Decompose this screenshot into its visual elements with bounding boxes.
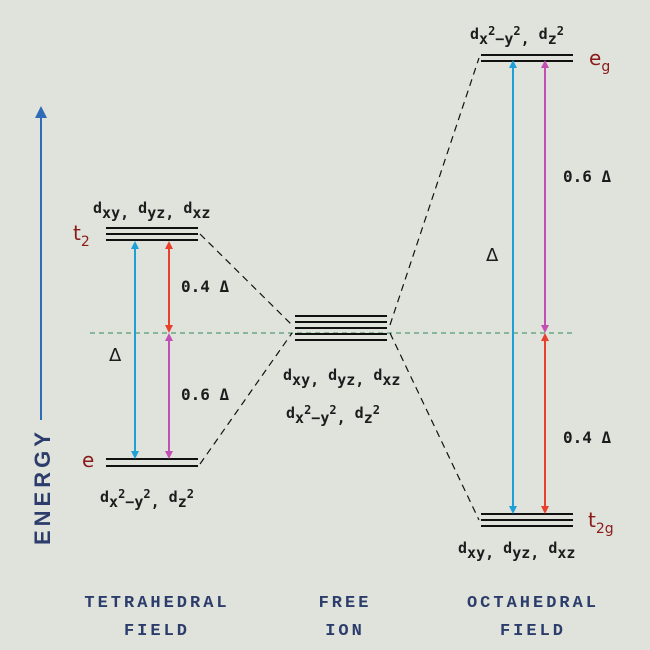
octahedral-gap-label: Δ	[486, 245, 499, 266]
tetrahedral-upper-orbitals: dxy, dyz, dxz	[93, 199, 210, 222]
tetrahedral-e-levels	[106, 458, 198, 467]
energy-axis-label: ENERGY	[30, 428, 55, 545]
tetrahedral-t2-symbol: t2	[73, 221, 90, 250]
tetrahedral-upper-split-label: 0.4 Δ	[181, 277, 230, 296]
tetrahedral-field-title-line2: FIELD	[124, 622, 190, 641]
octahedral-upper-split-label: 0.6 Δ	[563, 167, 612, 186]
octahedral-eg-levels	[481, 54, 573, 62]
octahedral-t2g-levels	[481, 513, 573, 527]
tetrahedral-lower-orbitals: dx2−y2, dz2	[100, 487, 194, 511]
free-ion-title-line2: ION	[325, 622, 365, 641]
free-ion-title-line1: FREE	[319, 594, 372, 613]
tetrahedral-t2-levels	[106, 227, 198, 241]
tetrahedral-gap-label: Δ	[109, 345, 122, 366]
tetrahedral-lower-split-label: 0.6 Δ	[181, 385, 230, 404]
octahedral-eg-symbol: eg	[589, 46, 610, 75]
octahedral-lower-split-label: 0.4 Δ	[563, 428, 612, 447]
tetrahedral-field-title-line1: TETRAHEDRAL	[84, 594, 229, 613]
free-ion-orbitals-line2: dx2−y2, dz2	[286, 403, 380, 427]
octahedral-upper-orbitals: dx2−y2, dz2	[470, 24, 564, 48]
octahedral-field-title-line2: FIELD	[500, 622, 566, 641]
tetrahedral-e-symbol: e	[82, 448, 94, 472]
level-connectors	[199, 57, 480, 521]
free-ion-orbitals-line1: dxy, dyz, dxz	[283, 366, 400, 389]
octahedral-lower-orbitals: dxy, dyz, dxz	[458, 539, 575, 562]
octahedral-field-title-line1: OCTAHEDRAL	[467, 594, 599, 613]
octahedral-t2g-symbol: t2g	[588, 508, 614, 537]
free-ion-levels	[295, 315, 387, 341]
